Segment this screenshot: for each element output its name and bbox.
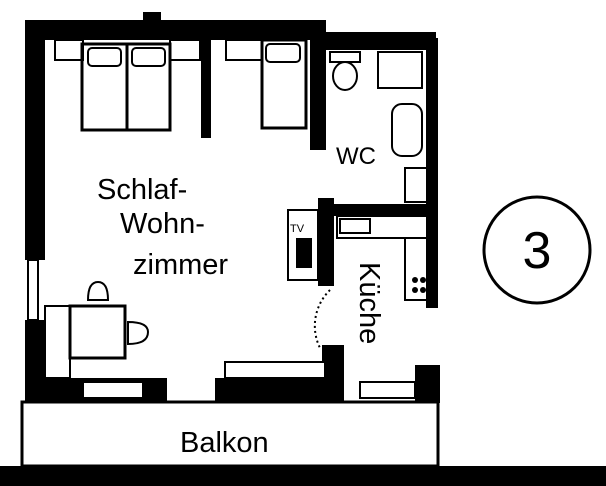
kitchen-counter — [336, 215, 428, 301]
beds — [54, 38, 308, 132]
room-label-balcony: Balkon — [180, 427, 269, 459]
room-label-living-line1: Schlaf- — [97, 174, 187, 206]
room-labels: Schlaf- Wohn- zimmer WC Küche Balkon — [97, 143, 385, 459]
bottom-border — [0, 466, 606, 486]
room-label-living-line2: Wohn- — [120, 208, 205, 240]
balcony — [20, 400, 440, 468]
unit-number-badge: 3 — [482, 195, 592, 305]
unit-number: 3 — [523, 222, 552, 280]
windows — [82, 361, 416, 399]
room-label-living-line3: zimmer — [133, 249, 228, 281]
wc-fixtures — [329, 51, 428, 203]
walls — [25, 12, 440, 403]
dining-set — [44, 280, 150, 379]
room-label-wc: WC — [336, 143, 376, 170]
unit-number-circle — [482, 195, 592, 305]
tv-label: TV — [290, 223, 305, 235]
door-swing — [313, 289, 331, 349]
room-label-kitchen: Küche — [353, 262, 385, 344]
tv-unit: TV — [287, 209, 319, 281]
